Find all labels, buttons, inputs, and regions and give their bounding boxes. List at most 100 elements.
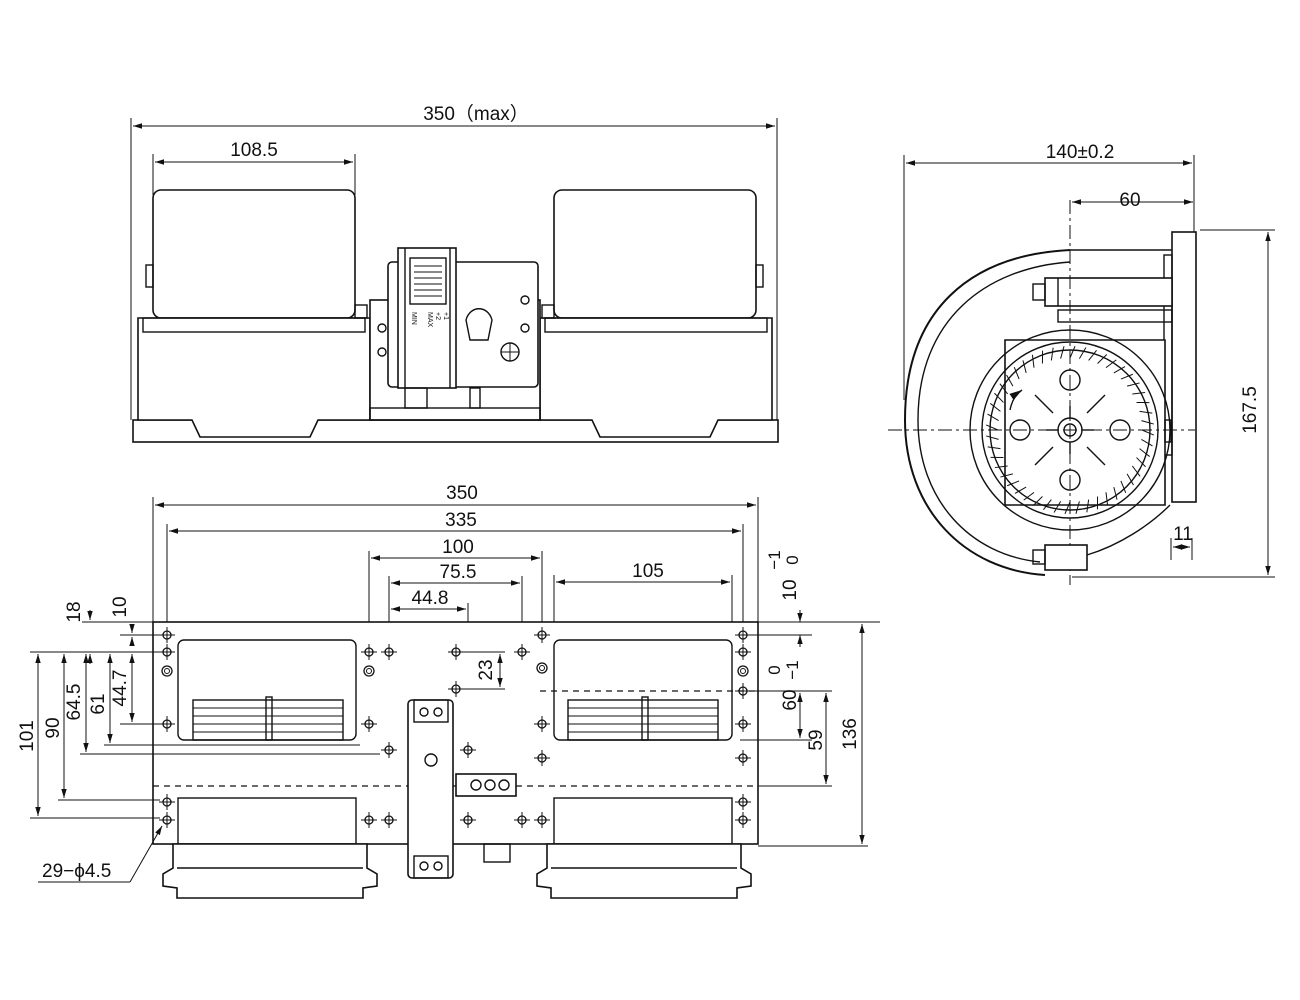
dim-101-label: 101 (17, 720, 38, 752)
dim-60-dimension: 60 0 −1 (740, 660, 832, 741)
side-view: 140±0.2 60 167.5 11 (888, 142, 1275, 585)
holes-note: 29−ϕ4.5 (38, 825, 163, 883)
housing-span-label: 105 (632, 561, 664, 582)
speed-switch-label: MAX +2 +1 MIN (410, 312, 449, 328)
impeller-blade (1031, 354, 1035, 368)
impeller-blade (1105, 359, 1117, 369)
impeller-blade (994, 392, 1004, 403)
impeller-blade (999, 383, 1009, 395)
impeller-blade (1086, 499, 1090, 513)
impeller-blade (1064, 501, 1071, 515)
impeller-blade (1006, 374, 1014, 387)
span-44-label: 44.8 (412, 588, 449, 609)
tolerance-10-label: 10 (780, 579, 801, 600)
motor-assembly: MAX +2 +1 MIN (369, 247, 541, 421)
impeller-blade (1013, 366, 1020, 380)
impeller-blade (1014, 486, 1027, 494)
dim-59-label: 59 (806, 729, 827, 750)
impeller-blade (1078, 347, 1087, 359)
impeller-blade (1050, 347, 1054, 361)
side-offset-label: 60 (1119, 190, 1140, 211)
right-fan-housing (539, 189, 773, 438)
top-view: 350（max） 108.5 (130, 103, 779, 443)
dim-10-label: 10 (110, 596, 131, 617)
dim-23-label: 23 (476, 659, 497, 680)
left-vertical-dimensions: 18 10 101 90 64.5 61 44.7 (17, 596, 380, 819)
dim-64-label: 64.5 (64, 684, 85, 721)
impeller-blade (985, 424, 999, 431)
right-outlet (553, 639, 733, 741)
top-housing-width-label: 108.5 (230, 140, 278, 161)
dim-136-label: 136 (840, 718, 861, 750)
center-span-label: 100 (442, 537, 474, 558)
impeller-blade (1069, 345, 1076, 359)
bottom-overall-label: 350 (446, 483, 478, 504)
dim-136-dimension: 136 (758, 624, 868, 847)
dim-60-lower: −1 (783, 660, 802, 679)
impeller-blade (994, 465, 1008, 469)
impeller-blade (1000, 473, 1014, 478)
dim-23-dimension: 23 (460, 651, 505, 690)
impeller-blade (987, 413, 999, 422)
impeller-blade (1006, 480, 1020, 487)
dim-60-upper: 0 (765, 665, 784, 674)
svg-text:+1: +1 (442, 312, 449, 320)
impeller-blade (1141, 438, 1153, 447)
holes-note-label: 29−ϕ4.5 (42, 861, 111, 882)
impeller-blade (1105, 492, 1109, 506)
impeller-blade (1023, 491, 1035, 501)
impeller-blade (1141, 420, 1154, 425)
impeller-blade (1113, 366, 1126, 374)
impeller-blade (1141, 429, 1155, 436)
impeller-blade (1032, 496, 1043, 506)
impeller-blade (986, 435, 999, 440)
side-height-dimension: 167.5 (1072, 229, 1275, 578)
impeller-blade (1097, 354, 1108, 364)
lower-connector (1044, 544, 1088, 571)
left-outlet (177, 639, 357, 741)
side-flange-label: 11 (1173, 524, 1193, 545)
impeller-blade (1022, 360, 1027, 374)
dim-90-label: 90 (43, 717, 64, 738)
impeller-blade (990, 403, 1001, 412)
top-overall-width-label: 350（max） (423, 103, 529, 125)
tolerance-10-dimension: 10 −1 0 (750, 550, 880, 647)
impeller-blade (1120, 373, 1134, 380)
impeller-blade (1126, 382, 1140, 387)
impeller-blade (987, 446, 1001, 450)
dim-61-label: 61 (88, 693, 109, 714)
top-overall-width-dimension: 350（max） (130, 103, 778, 420)
bottom-feet (162, 843, 752, 899)
side-width-label: 140±0.2 (1046, 142, 1115, 163)
svg-text:MIN: MIN (410, 312, 417, 325)
mounting-flange (1171, 231, 1197, 503)
bottom-overall-dimension: 350 (152, 483, 759, 622)
left-fan-housing (137, 189, 371, 438)
top-housing-width-dimension: 108.5 (152, 140, 356, 195)
impeller-blade (1088, 350, 1097, 361)
side-width-dimension: 140±0.2 (903, 142, 1195, 400)
impeller-blade (1043, 499, 1052, 510)
span-75-label: 75.5 (440, 562, 477, 583)
impeller-blade (1126, 473, 1134, 486)
impeller-blade (1136, 457, 1146, 468)
scroll-housing-outline (903, 249, 1071, 576)
impeller-blade (1139, 410, 1153, 414)
dim-60-label: 60 (780, 689, 801, 710)
bottom-view: 350 335 100 75.5 44.8 (17, 483, 880, 899)
hole-pitch-label: 335 (445, 510, 477, 531)
svg-text:+2: +2 (434, 312, 441, 320)
side-height-label: 167.5 (1240, 386, 1261, 434)
impeller-blade (1053, 501, 1062, 513)
center-bracket (407, 699, 517, 879)
impeller-blade (1060, 346, 1065, 359)
dim-44-label: 44.7 (110, 670, 131, 707)
svg-text:MAX: MAX (426, 312, 433, 328)
impeller-blade (1120, 480, 1127, 494)
impeller-blade (1132, 391, 1146, 395)
side-offset-dimension: 60 (1072, 190, 1193, 211)
impeller-blade (1113, 486, 1118, 500)
impeller-blade (1131, 465, 1141, 477)
hole-pitch-dimension: 335 (166, 510, 744, 640)
